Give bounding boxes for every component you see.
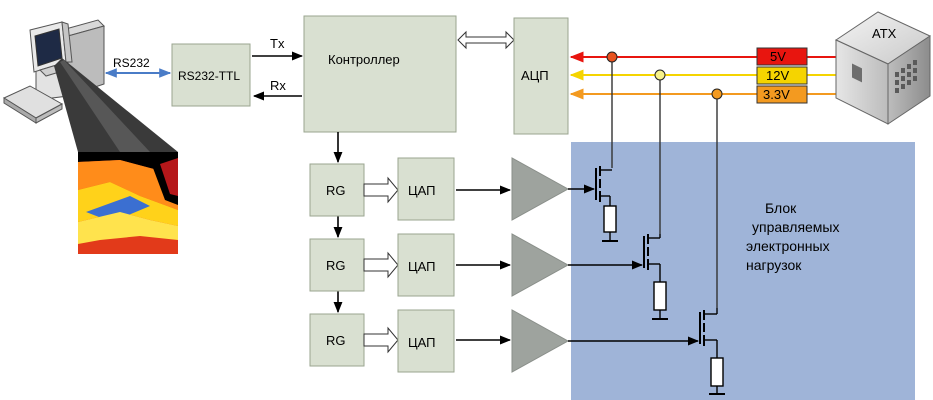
load-block-label: Блок управляемых электронных нагрузок (746, 200, 843, 273)
bus-arrow-rg3-dac3 (363, 326, 399, 354)
adc-label: АЦП (521, 68, 549, 83)
transistor-3 (699, 308, 718, 358)
dac-label-3: ЦАП (408, 335, 436, 350)
bus-arrow-rg1-dac1 (363, 176, 399, 204)
amplifier-2 (511, 233, 570, 297)
dac-label-1: ЦАП (408, 183, 436, 198)
rs232-ttl-label: RS232-TTL (178, 69, 240, 83)
rs232-label: RS232 (113, 56, 150, 70)
load-panel (571, 142, 915, 400)
atx-vents (895, 60, 917, 93)
transistor-1 (595, 166, 612, 206)
label-12v: 12V (766, 68, 789, 83)
node-5v (606, 51, 618, 63)
atx-label: ATX (872, 26, 897, 41)
rg-label-2: RG (326, 258, 346, 273)
load-resistor-2 (653, 281, 667, 311)
rg-block-3 (309, 313, 365, 367)
rg-label-3: RG (326, 333, 346, 348)
rx-label: Rx (270, 78, 286, 93)
label-12v-box (756, 66, 808, 85)
load-label-line-2: управляемых (752, 219, 840, 235)
load-label-line-3: электронных (746, 238, 830, 254)
controller-label: Контроллер (328, 52, 400, 67)
label-3v3-box (756, 85, 808, 104)
amplifier-1 (511, 157, 570, 221)
load-label-line-1: Блок (765, 200, 797, 216)
load-label-line-4: нагрузок (746, 257, 802, 273)
heatmap-image (78, 152, 178, 254)
dac-block-3 (397, 309, 455, 373)
bus-arrow-rg2-dac2 (363, 251, 399, 279)
dac-block-2 (397, 233, 455, 297)
load-resistor-1 (603, 205, 617, 233)
dac-label-2: ЦАП (408, 259, 436, 274)
rg-block-1 (309, 163, 365, 217)
node-12v (654, 69, 666, 81)
rg-label-1: RG (326, 183, 346, 198)
adc-block (513, 17, 569, 135)
amplifier-3 (511, 309, 570, 373)
node-3v3 (711, 88, 723, 100)
rg-block-2 (309, 238, 365, 292)
tx-label: Tx (270, 36, 285, 51)
projection-beam-highlight (60, 60, 150, 152)
label-5v-box (756, 47, 808, 66)
label-5v: 5V (770, 49, 786, 64)
rs232-ttl-block (171, 43, 251, 107)
projection-beam (54, 58, 178, 152)
controller-block (303, 15, 457, 133)
bus-arrow-controller-adc (457, 30, 515, 50)
atx-power-supply: ATX (834, 11, 932, 125)
dac-block-1 (397, 157, 455, 221)
transistor-2 (643, 234, 661, 282)
load-resistor-3 (710, 357, 724, 387)
label-3v3: 3.3V (763, 87, 790, 102)
